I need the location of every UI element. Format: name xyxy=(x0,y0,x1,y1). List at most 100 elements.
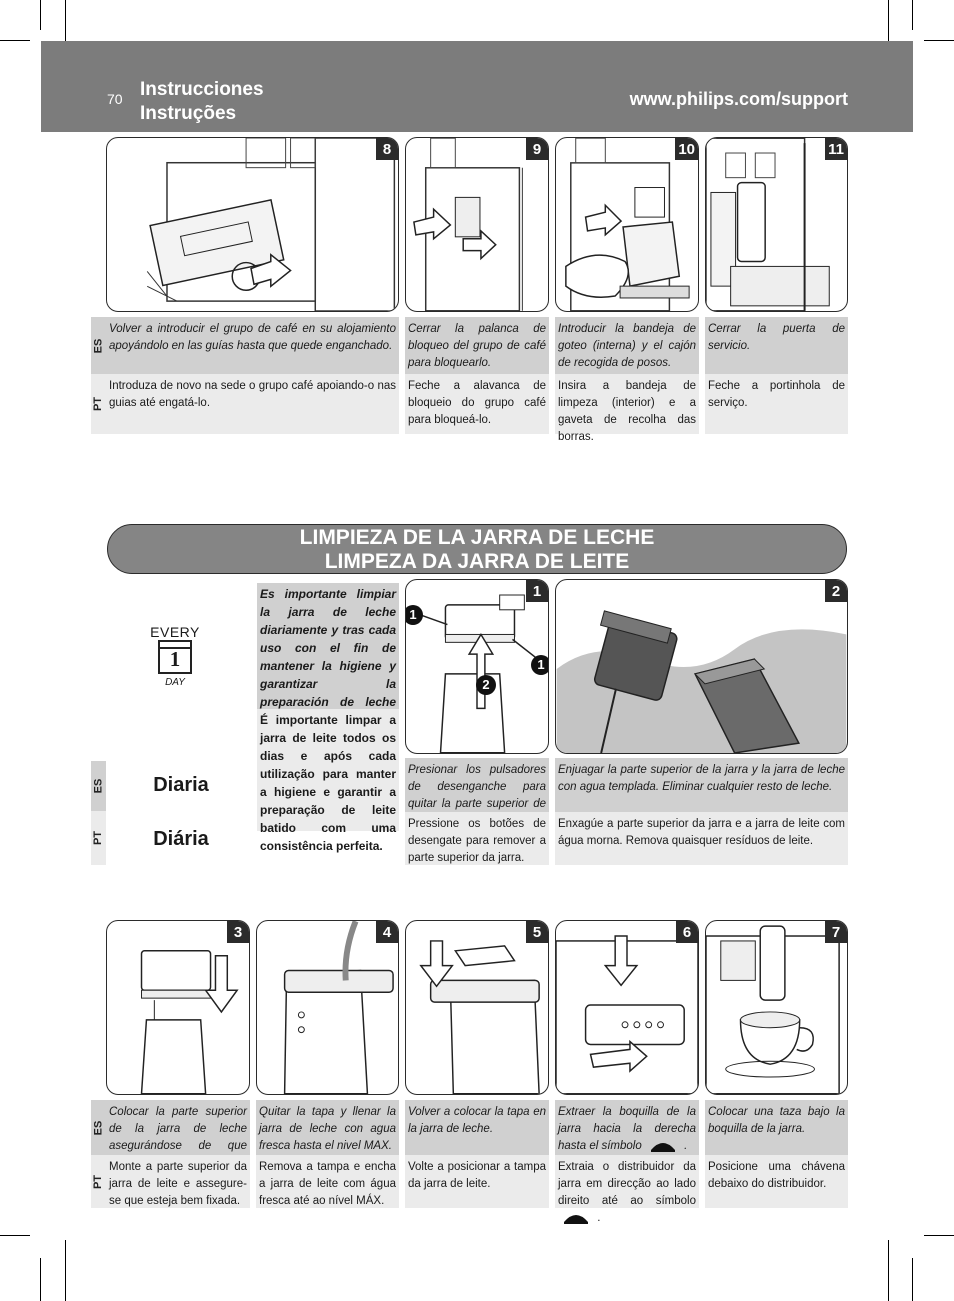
step-number-badge: 2 xyxy=(825,580,847,602)
calendar-icon: EVERY 1 DAY xyxy=(150,624,200,704)
reassemble-jug-drawing xyxy=(140,950,239,1094)
lang-label-es: ES xyxy=(91,761,106,811)
lang-label-es: ES xyxy=(91,317,106,374)
intro-pt: É importante limpar a jarra de leite tod… xyxy=(257,709,399,853)
crop-mark xyxy=(888,0,889,60)
frequency-es: Diaria xyxy=(153,774,209,796)
crop-mark xyxy=(65,0,66,60)
section-title-banner: LIMPIEZA DE LA JARRA DE LECHE LIMPEZA DA… xyxy=(107,524,847,574)
crop-mark xyxy=(924,1235,954,1236)
caption-pt: Enxagúe a parte superior da jarra e a ja… xyxy=(555,812,848,865)
step-8-illustration: 8 xyxy=(106,137,399,312)
caption-pt: Introduza de novo na sede o grupo café a… xyxy=(106,374,399,434)
spout-symbol-icon xyxy=(564,1214,588,1224)
lang-label-pt: PT xyxy=(91,374,106,434)
crop-mark xyxy=(65,1240,66,1301)
calendar-page: 1 xyxy=(158,640,192,674)
caption-es: Cerrar la palanca de bloqueo del grupo d… xyxy=(405,317,549,374)
step-6-illustration: 6 xyxy=(555,920,699,1095)
rinse-drawing xyxy=(556,610,847,753)
calendar-day-number: 1 xyxy=(169,647,181,671)
caption-es-text: Extraer la boquilla de la jarra hacia la… xyxy=(558,1106,696,1152)
header-title-pt: Instruções xyxy=(140,103,237,124)
step-3-illustration: 3 xyxy=(106,920,250,1095)
crop-mark xyxy=(912,1258,913,1301)
lock-lever-drawing xyxy=(413,138,523,311)
caption-pt: Pressione os botões de desengate para re… xyxy=(405,812,549,865)
drip-tray-drawing xyxy=(565,138,690,311)
step-9-illustration: 9 xyxy=(405,137,549,312)
frequency-pt: Diária xyxy=(153,828,209,850)
caption-es: Volver a colocar la tapa en la jarra de … xyxy=(405,1100,549,1155)
caption-pt: Feche a portinhola de serviço. xyxy=(705,374,848,434)
fill-water-drawing xyxy=(283,921,394,1094)
caption-pt: Posicione uma chávena debaixo do distrib… xyxy=(705,1155,848,1208)
section-title-pt: LIMPEZA DA JARRA DE LEITE xyxy=(324,550,630,573)
caption-es: Extraer la boquilla de la jarra hacia la… xyxy=(555,1100,699,1155)
caption-pt-text: Extraia o distribuidor da jarra em direc… xyxy=(558,1161,696,1207)
crop-mark xyxy=(912,0,913,30)
push-marker: 1 xyxy=(531,655,548,675)
caption-pt-end: . xyxy=(597,1212,601,1224)
caption-es: Colocar una taza bajo la boquilla de la … xyxy=(705,1100,848,1155)
step-number-badge: 1 xyxy=(526,580,548,602)
caption-es: Presionar los pulsadores de desenganche … xyxy=(405,758,549,827)
crop-mark xyxy=(40,0,41,30)
caption-es: Cerrar la puerta de servicio. xyxy=(705,317,848,374)
crop-mark xyxy=(0,1235,30,1236)
jug-release-drawing xyxy=(419,594,545,753)
spout-symbol-icon xyxy=(650,1142,675,1152)
service-door-drawing xyxy=(706,138,830,311)
step-number-badge: 8 xyxy=(376,138,398,160)
intro-es: Es importante limpiar la jarra de leche … xyxy=(257,583,399,745)
caption-es-end: . xyxy=(684,1140,688,1152)
step-5-illustration: 5 xyxy=(405,920,549,1095)
extend-spout-drawing xyxy=(556,935,698,1094)
brew-group-insert-drawing xyxy=(146,138,396,311)
lang-label-es: ES xyxy=(91,1100,106,1155)
push-marker: 1 xyxy=(406,605,423,625)
step-4-illustration: 4 xyxy=(256,920,399,1095)
lang-label-pt: PT xyxy=(91,811,106,865)
lift-marker: 2 xyxy=(476,675,496,695)
header-title-es: Instrucciones xyxy=(140,79,264,100)
crop-mark xyxy=(924,40,954,41)
crop-mark xyxy=(888,1240,889,1301)
lang-label-pt: PT xyxy=(91,1155,106,1208)
step-1-illustration: 1 1 2 1 xyxy=(405,579,549,754)
crop-mark xyxy=(40,1258,41,1301)
calendar-rings xyxy=(160,642,190,649)
step-number-badge: 7 xyxy=(825,921,847,943)
step-7-illustration: 7 xyxy=(705,920,848,1095)
calendar-every-label: EVERY xyxy=(150,624,200,640)
caption-pt: Remova a tampa e encha a jarra de leite … xyxy=(256,1155,399,1208)
place-cup-drawing xyxy=(706,925,840,1094)
step-number-badge: 6 xyxy=(676,921,698,943)
calendar-day-label: DAY xyxy=(165,677,185,688)
section-title-es: LIMPIEZA DE LA JARRA DE LECHE xyxy=(299,526,655,549)
caption-es: Colocar la parte superior de la jarra de… xyxy=(106,1100,250,1169)
support-url: www.philips.com/support xyxy=(629,89,848,109)
crop-mark xyxy=(0,40,30,41)
caption-pt: Extraia o distribuidor da jarra em direc… xyxy=(555,1155,699,1224)
replace-lid-drawing xyxy=(419,940,540,1094)
caption-es: Volver a introducir el grupo de café en … xyxy=(106,317,399,374)
caption-es: Enjuagar la parte superior de la jarra y… xyxy=(555,758,848,812)
step-number-badge: 4 xyxy=(376,921,398,943)
page-number: 70 xyxy=(107,91,123,107)
caption-pt: Monte a parte superior da jarra de leite… xyxy=(106,1155,250,1208)
caption-pt: Feche a alavanca de bloqueio do grupo ca… xyxy=(405,374,549,434)
page-header: 70 Instrucciones Instruções www.philips.… xyxy=(41,41,913,132)
step-10-illustration: 10 xyxy=(555,137,699,312)
step-number-badge: 3 xyxy=(227,921,249,943)
step-2-illustration: 2 xyxy=(555,579,848,754)
step-number-badge: 9 xyxy=(526,138,548,160)
step-number-badge: 5 xyxy=(526,921,548,943)
caption-es: Quitar la tapa y llenar la jarra de lech… xyxy=(256,1100,399,1155)
step-number-badge: 11 xyxy=(825,138,847,160)
caption-es: Introducir la bandeja de goteo (interna)… xyxy=(555,317,699,374)
caption-pt: Volte a posicionar a tampa da jarra de l… xyxy=(405,1155,549,1208)
step-11-illustration: 11 xyxy=(705,137,848,312)
step-number-badge: 10 xyxy=(675,138,698,160)
caption-pt: Insira a bandeja de limpeza (interior) e… xyxy=(555,374,699,443)
